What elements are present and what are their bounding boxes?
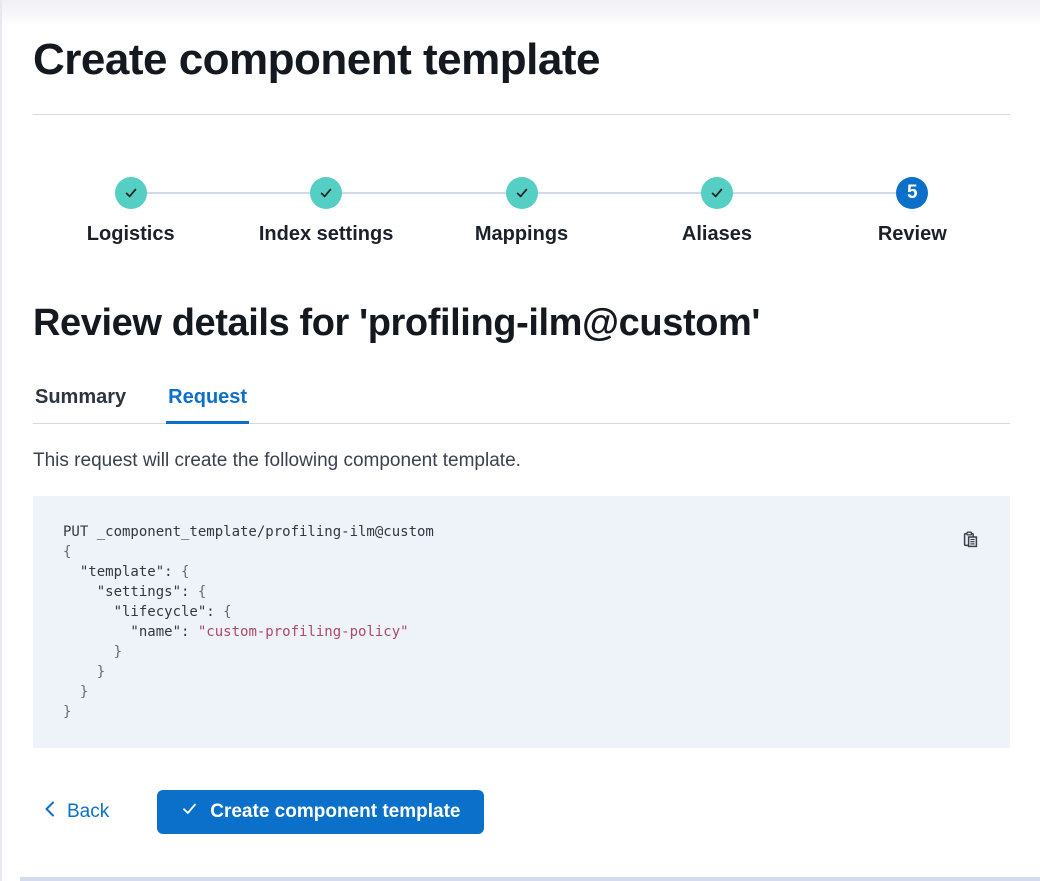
- stepper-step-mappings[interactable]: Mappings: [424, 177, 619, 246]
- review-details-heading: Review details for 'profiling-ilm@custom…: [33, 302, 761, 344]
- request-description: This request will create the following c…: [33, 449, 521, 471]
- code-line: "template": {: [63, 563, 190, 580]
- step-label: Index settings: [258, 223, 394, 245]
- step-check-icon: [310, 177, 343, 209]
- copy-clipboard-icon: [961, 531, 980, 552]
- bottom-bar-edge: [20, 877, 1040, 881]
- code-line: }: [63, 703, 72, 720]
- review-tabs: Summary Request: [33, 384, 1010, 424]
- create-button-label: Create component template: [210, 800, 461, 822]
- back-button-label: Back: [67, 800, 110, 822]
- request-code-block: PUT _component_template/profiling-ilm@cu…: [33, 495, 1010, 748]
- page-left-edge: [0, 0, 2, 881]
- tab-summary[interactable]: Summary: [35, 385, 127, 408]
- step-label: Aliases: [681, 223, 752, 245]
- back-button[interactable]: Back: [35, 792, 117, 832]
- code-content: PUT _component_template/profiling-ilm@cu…: [63, 522, 940, 722]
- create-component-template-page: Create component template Logistics Index…: [33, 35, 1010, 834]
- code-line: }: [63, 683, 89, 700]
- step-number-badge: 5: [896, 177, 929, 209]
- title-divider: [33, 114, 1010, 115]
- step-label: Mappings: [474, 223, 569, 245]
- code-line: "settings": {: [63, 583, 207, 600]
- step-check-icon: [114, 177, 147, 209]
- code-line: }: [63, 663, 106, 680]
- page-top-edge: [0, 0, 1040, 26]
- step-check-icon: [505, 177, 538, 209]
- tab-request[interactable]: Request: [166, 384, 249, 424]
- code-line: "name": "custom-profiling-policy": [63, 623, 409, 640]
- code-line: PUT _component_template/profiling-ilm@cu…: [63, 523, 434, 540]
- create-component-template-button[interactable]: Create component template: [157, 789, 485, 834]
- stepper-step-index-settings[interactable]: Index settings: [228, 177, 423, 246]
- copy-to-clipboard-button[interactable]: [961, 530, 980, 549]
- step-label: Logistics: [86, 223, 175, 245]
- code-line: {: [63, 543, 72, 560]
- stepper-step-logistics[interactable]: Logistics: [33, 177, 228, 246]
- code-line: }: [63, 643, 123, 660]
- chevron-left-icon: [43, 800, 56, 824]
- page-title: Create component template: [33, 35, 600, 84]
- stepper-step-aliases[interactable]: Aliases: [619, 177, 814, 246]
- step-label: Review: [877, 223, 947, 245]
- code-line: "lifecycle": {: [63, 603, 232, 620]
- check-icon: [181, 800, 198, 823]
- footer-actions: Back Create component template: [33, 789, 1010, 834]
- step-check-icon: [700, 177, 733, 209]
